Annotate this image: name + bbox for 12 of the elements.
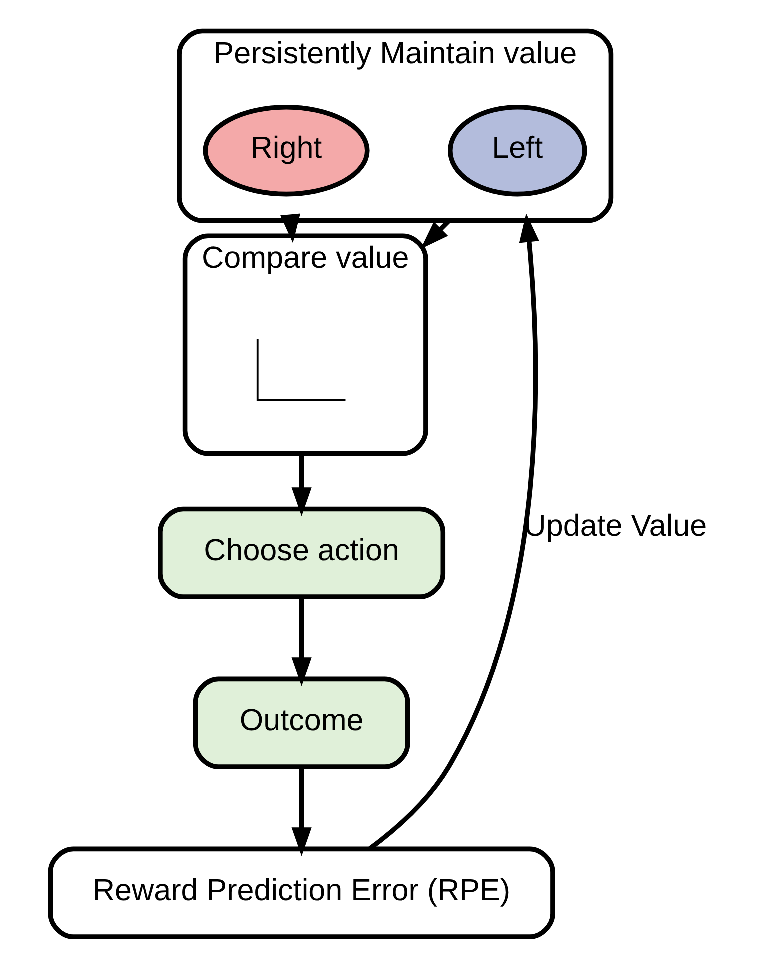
node-ellipse: Right (202, 104, 370, 197)
arrow (291, 454, 312, 516)
node-ellipse: Left (448, 104, 587, 197)
cluster: Compare value (182, 234, 428, 456)
node-box: Choose action (158, 506, 446, 600)
node-box: Outcome (192, 676, 410, 770)
arrow (291, 768, 312, 856)
arrow (291, 598, 312, 686)
node-picture (256, 339, 346, 402)
edge-label: Update Value (524, 508, 707, 543)
arrow (280, 214, 300, 244)
node-box: Reward Prediction Error (RPE) (48, 846, 555, 940)
